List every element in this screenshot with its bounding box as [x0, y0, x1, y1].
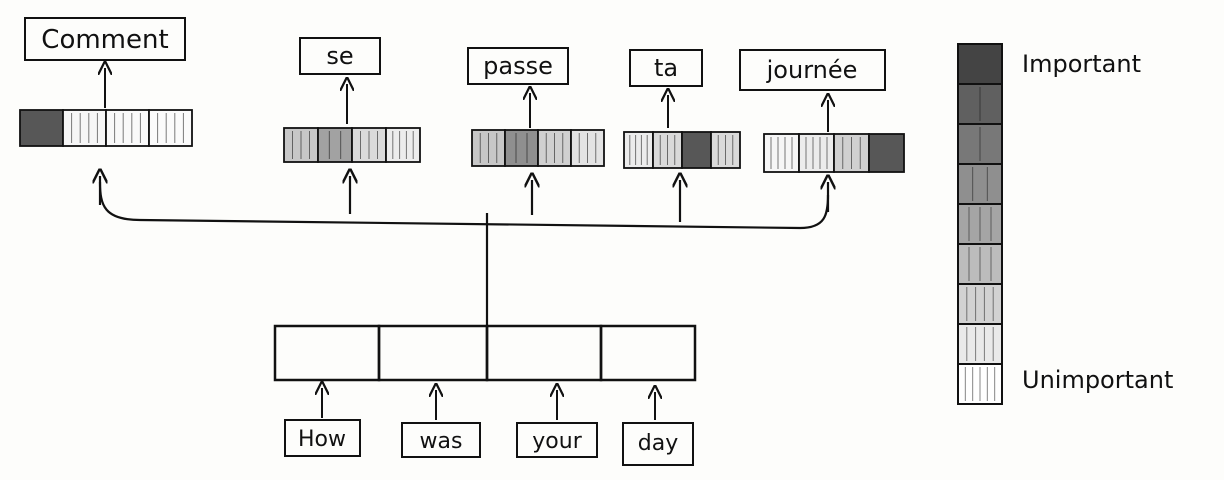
input-word-label: your: [532, 429, 582, 454]
input-word-label: was: [420, 429, 463, 454]
distribution-bracket: [100, 176, 828, 325]
output-word-box: [299, 37, 381, 75]
legend-bottom-label: Unimportant: [1022, 366, 1173, 394]
encoder-cell: [599, 324, 697, 382]
encoder-cell: [377, 324, 489, 382]
input-word-was: was: [401, 422, 481, 458]
attention-cell: [681, 131, 712, 169]
attention-cell: [105, 109, 150, 147]
output-word-label: ta: [654, 54, 678, 82]
output-word-label: journée: [766, 56, 858, 84]
legend-cell: [957, 163, 1003, 205]
legend-cell: [957, 323, 1003, 365]
legend-cell: [957, 43, 1003, 85]
attention-cell: [62, 109, 107, 147]
attention-cell: [623, 131, 654, 169]
input-word-how: How: [284, 419, 361, 457]
importance-legend: Important Unimportant: [957, 43, 1173, 405]
output-word-box: [24, 17, 186, 61]
output-word-label: Comment: [41, 25, 168, 55]
legend-cell: [957, 283, 1003, 325]
attention-strip: [623, 131, 741, 169]
attention-cell: [798, 133, 835, 173]
output-word-journee: journée: [739, 49, 886, 91]
attention-strip: [283, 127, 421, 163]
attention-cell: [148, 109, 193, 147]
input-word-label: day: [638, 431, 678, 456]
bracket-curve: [98, 181, 830, 230]
attention-cell: [763, 133, 800, 173]
output-word-label: passe: [483, 52, 553, 80]
output-word-box: [629, 49, 703, 87]
output-word-ta: ta: [629, 49, 703, 87]
attention-cell: [868, 133, 905, 173]
attention-strips: [19, 109, 905, 173]
attention-cell: [19, 109, 64, 147]
input-word-box: [401, 422, 481, 458]
attention-cell: [317, 127, 353, 163]
attention-cell: [385, 127, 421, 163]
encoder-row: [273, 324, 697, 382]
output-word-se: se: [299, 37, 381, 75]
encoder-cell: [273, 324, 381, 382]
input-word-your: your: [516, 422, 598, 458]
input-word-label: How: [298, 427, 346, 452]
legend-top-label: Important: [1022, 50, 1141, 78]
attention-cell: [504, 129, 539, 167]
output-word-comment: Comment: [24, 17, 186, 61]
output-word-passe: passe: [467, 47, 569, 85]
input-word-box: [516, 422, 598, 458]
output-word-box: [467, 47, 569, 85]
output-word-box: [739, 49, 886, 91]
input-word-box: [284, 419, 361, 457]
output-word-label: se: [326, 42, 353, 70]
encoder-cell: [485, 324, 603, 382]
input-word-day: day: [622, 422, 694, 466]
input-word-box: [622, 422, 694, 466]
attention-strip: [763, 133, 905, 173]
attention-strip: [19, 109, 193, 147]
attention-strip: [471, 129, 605, 167]
